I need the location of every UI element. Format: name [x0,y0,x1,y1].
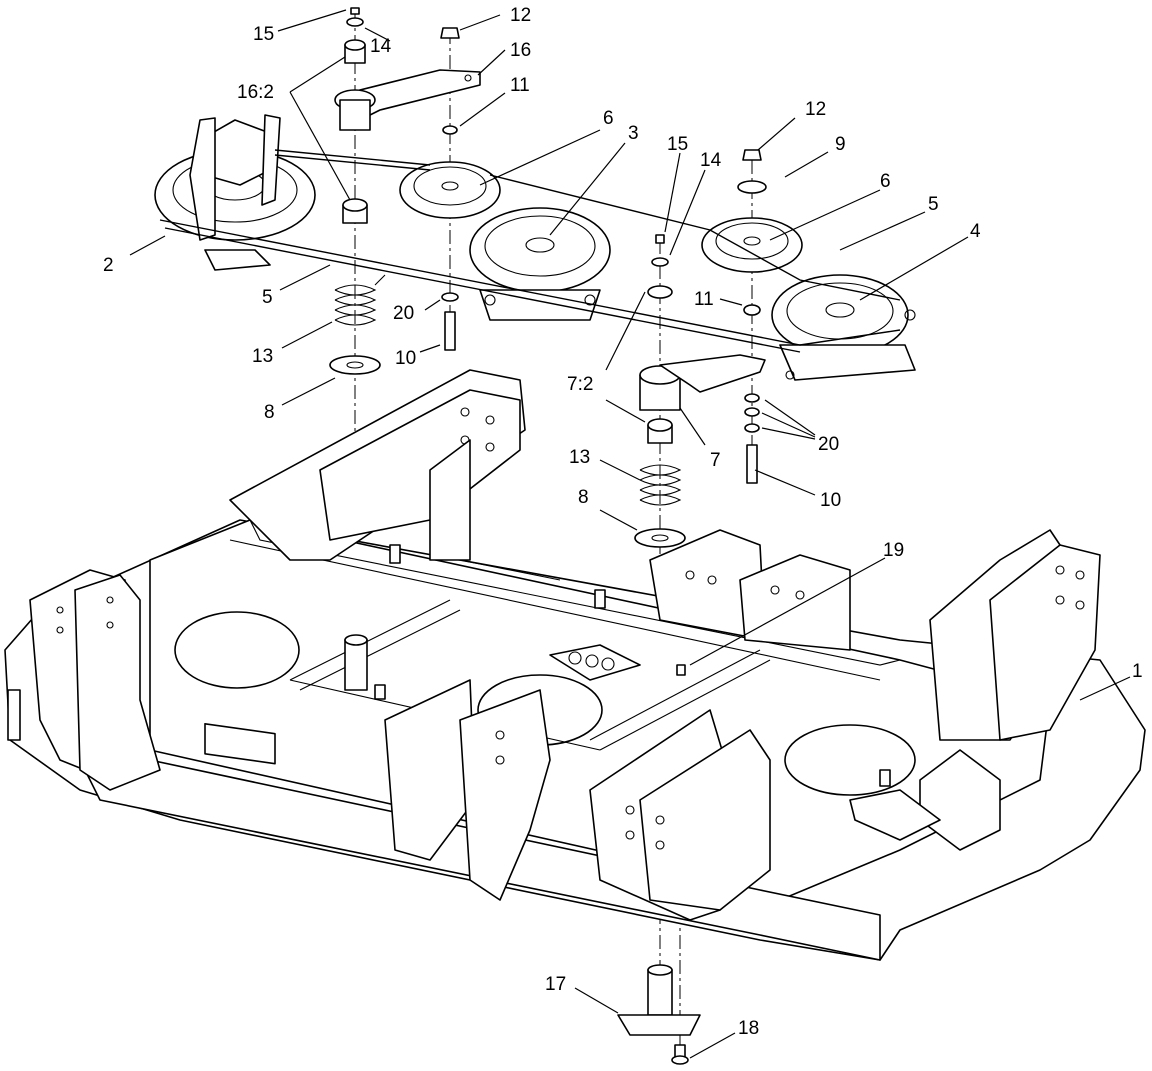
callout-13: 13 [252,346,273,367]
callout-14: 14 [370,36,392,57]
rear-mounting-brackets [229,369,851,651]
callout-12: 12 [510,5,531,26]
bushing-16-2 [342,39,368,224]
callout-13: 13 [569,447,590,468]
callout-6: 6 [880,171,891,192]
callout-14: 14 [700,150,722,171]
bottom-spindle-mount [617,664,701,1065]
callout-16-2: 16:2 [237,82,274,103]
callout-16: 16 [510,40,531,61]
callout-labels: 15 14 12 16 16:2 11 12 6 3 15 14 9 6 5 4… [103,5,1143,1039]
idler-arm-right [639,234,766,444]
idler-pulley-right [701,217,803,273]
callout-5: 5 [262,287,273,308]
callout-6: 6 [603,108,614,129]
callout-10: 10 [395,348,416,369]
callout-leaders [129,9,1131,1059]
callout-10: 10 [820,490,841,511]
idler-arm-left [334,69,481,131]
callout-8: 8 [578,487,589,508]
washers-right [743,304,761,484]
callout-1: 1 [1132,661,1143,682]
callout-11: 11 [694,289,714,310]
drive-belt [159,149,901,353]
idler-pulley-left [399,161,501,219]
callout-4: 4 [970,221,981,242]
small-hardware-top [346,7,767,351]
callout-19: 19 [883,540,904,561]
callout-17: 17 [545,974,566,995]
spring-right [634,464,686,548]
callout-20: 20 [818,434,839,455]
callout-11: 11 [510,75,530,96]
center-spindle-pulley [469,207,611,321]
callout-7-2: 7:2 [567,374,593,395]
callout-15: 15 [667,134,688,155]
callout-2: 2 [103,255,114,276]
callout-7: 7 [710,450,721,471]
callout-3: 3 [628,123,639,144]
front-brackets [384,679,771,921]
callout-18: 18 [738,1018,759,1039]
left-gearbox-pulley [154,114,316,271]
callout-15: 15 [253,24,274,45]
callout-20: 20 [393,303,414,324]
right-hitch-brackets [849,529,1101,851]
right-spindle-pulley [771,274,916,381]
callout-8: 8 [264,402,275,423]
callout-9: 9 [835,134,846,155]
callout-5: 5 [928,194,939,215]
spring-left [329,274,386,375]
left-hitch-brackets [7,569,161,791]
callout-12: 12 [805,99,826,120]
